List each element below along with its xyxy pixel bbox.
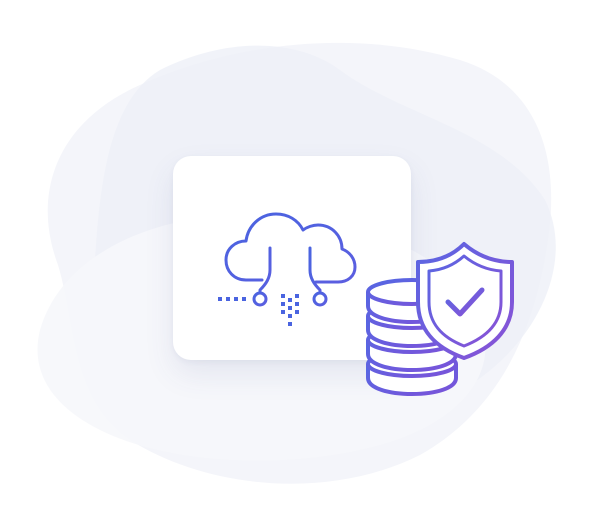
database-shield-icon (366, 242, 514, 396)
shield-check-icon (416, 242, 514, 360)
cloud-network-icon (218, 212, 357, 326)
